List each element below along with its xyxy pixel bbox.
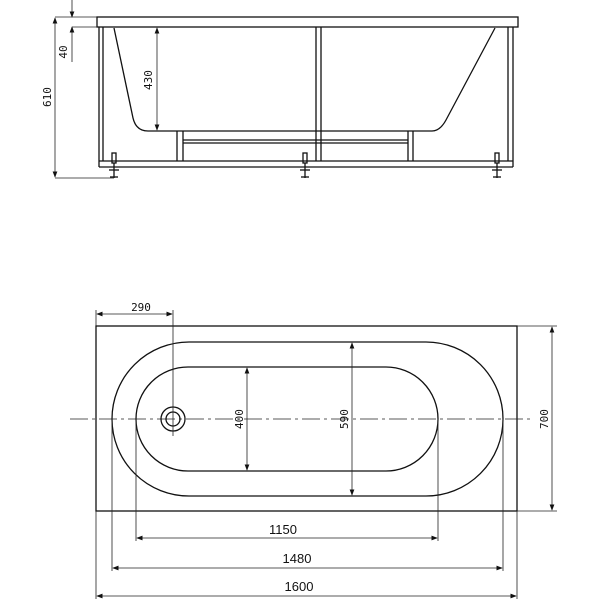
adjustable-feet	[109, 152, 502, 178]
dim-label-290: 290	[131, 301, 151, 314]
foot	[492, 152, 502, 178]
dim-overall-length: 1600	[95, 511, 518, 599]
dim-label-1480: 1480	[283, 551, 312, 566]
rim	[96, 16, 519, 28]
dim-label-1600: 1600	[285, 579, 314, 594]
dim-inner-length: 1150	[135, 419, 439, 541]
dim-bowl-length: 1480	[111, 419, 504, 571]
dim-label-590: 590	[338, 409, 351, 429]
dim-label-400: 400	[233, 409, 246, 429]
dim-label-700: 700	[538, 409, 551, 429]
outer-rim	[95, 325, 518, 512]
dim-label-1150: 1150	[269, 522, 297, 537]
frame	[98, 27, 514, 168]
foot	[109, 152, 119, 178]
dim-total-height: 610	[41, 16, 114, 179]
dim-overall-width: 700	[517, 325, 557, 512]
basin-profile	[113, 27, 496, 132]
dim-inner-width: 400	[233, 367, 250, 471]
side-view: 610 40 430	[41, 0, 519, 179]
dim-label-610: 610	[41, 87, 54, 107]
top-view: 290 400 590 700 1150	[70, 301, 557, 599]
dim-drain-offset: 290	[95, 301, 174, 436]
dim-basin-depth: 430	[142, 27, 160, 131]
dim-label-40: 40	[57, 45, 70, 58]
dim-label-430: 430	[142, 70, 155, 90]
dim-rim-thickness: 40	[57, 0, 97, 62]
dim-bowl-width: 590	[338, 342, 355, 496]
foot	[300, 152, 310, 178]
